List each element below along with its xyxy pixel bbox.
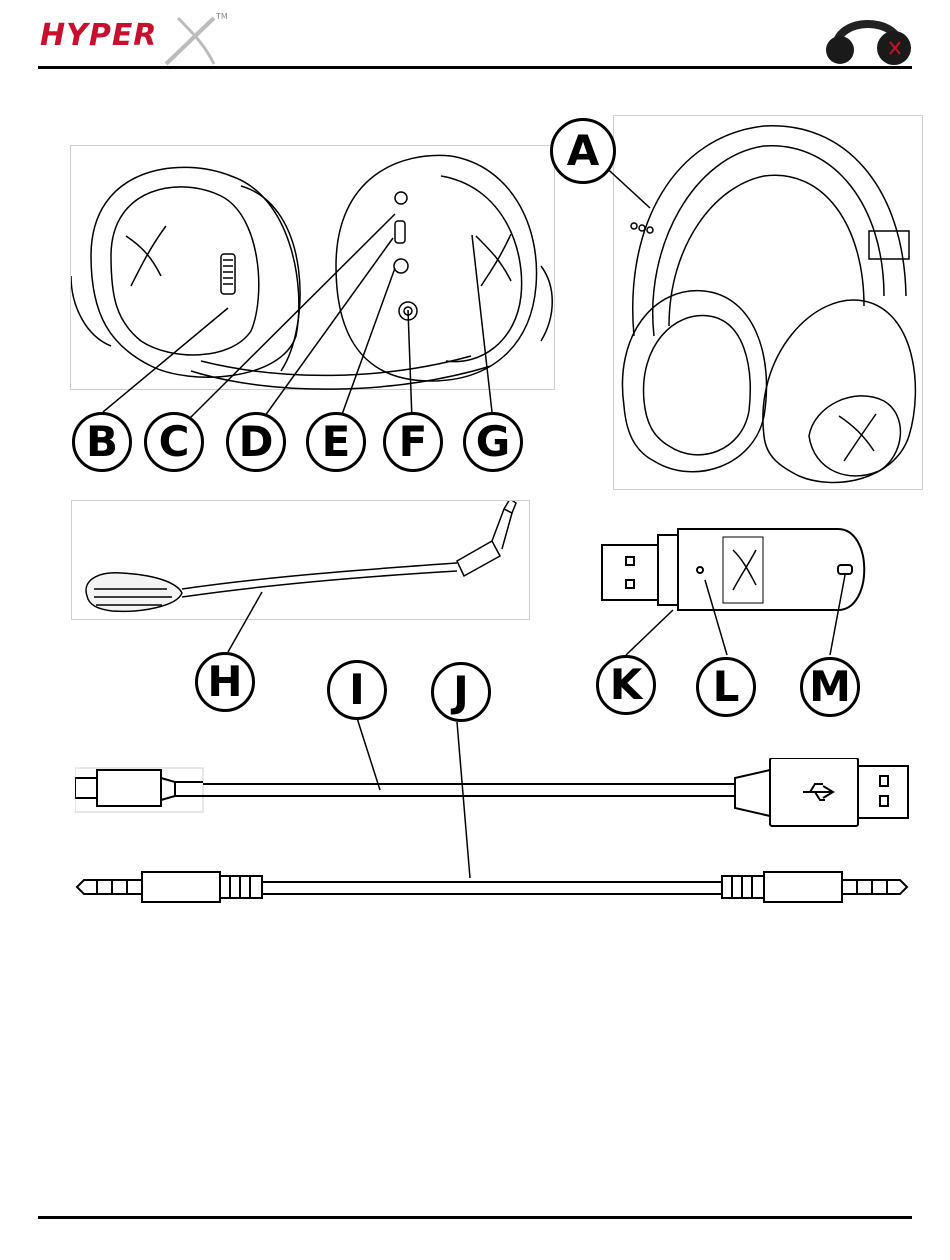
callout-b: B <box>72 412 132 472</box>
callout-l: L <box>696 657 756 717</box>
callout-f: F <box>383 412 443 472</box>
callout-j: J <box>431 662 491 722</box>
callout-h: H <box>195 652 255 712</box>
callout-d: D <box>226 412 286 472</box>
callout-k: K <box>596 655 656 715</box>
callout-g: G <box>463 412 523 472</box>
callout-a: A <box>550 118 616 184</box>
callout-e: E <box>306 412 366 472</box>
callout-m: M <box>800 657 860 717</box>
callout-i: I <box>327 660 387 720</box>
footer-divider <box>38 1216 912 1219</box>
callout-c: C <box>144 412 204 472</box>
